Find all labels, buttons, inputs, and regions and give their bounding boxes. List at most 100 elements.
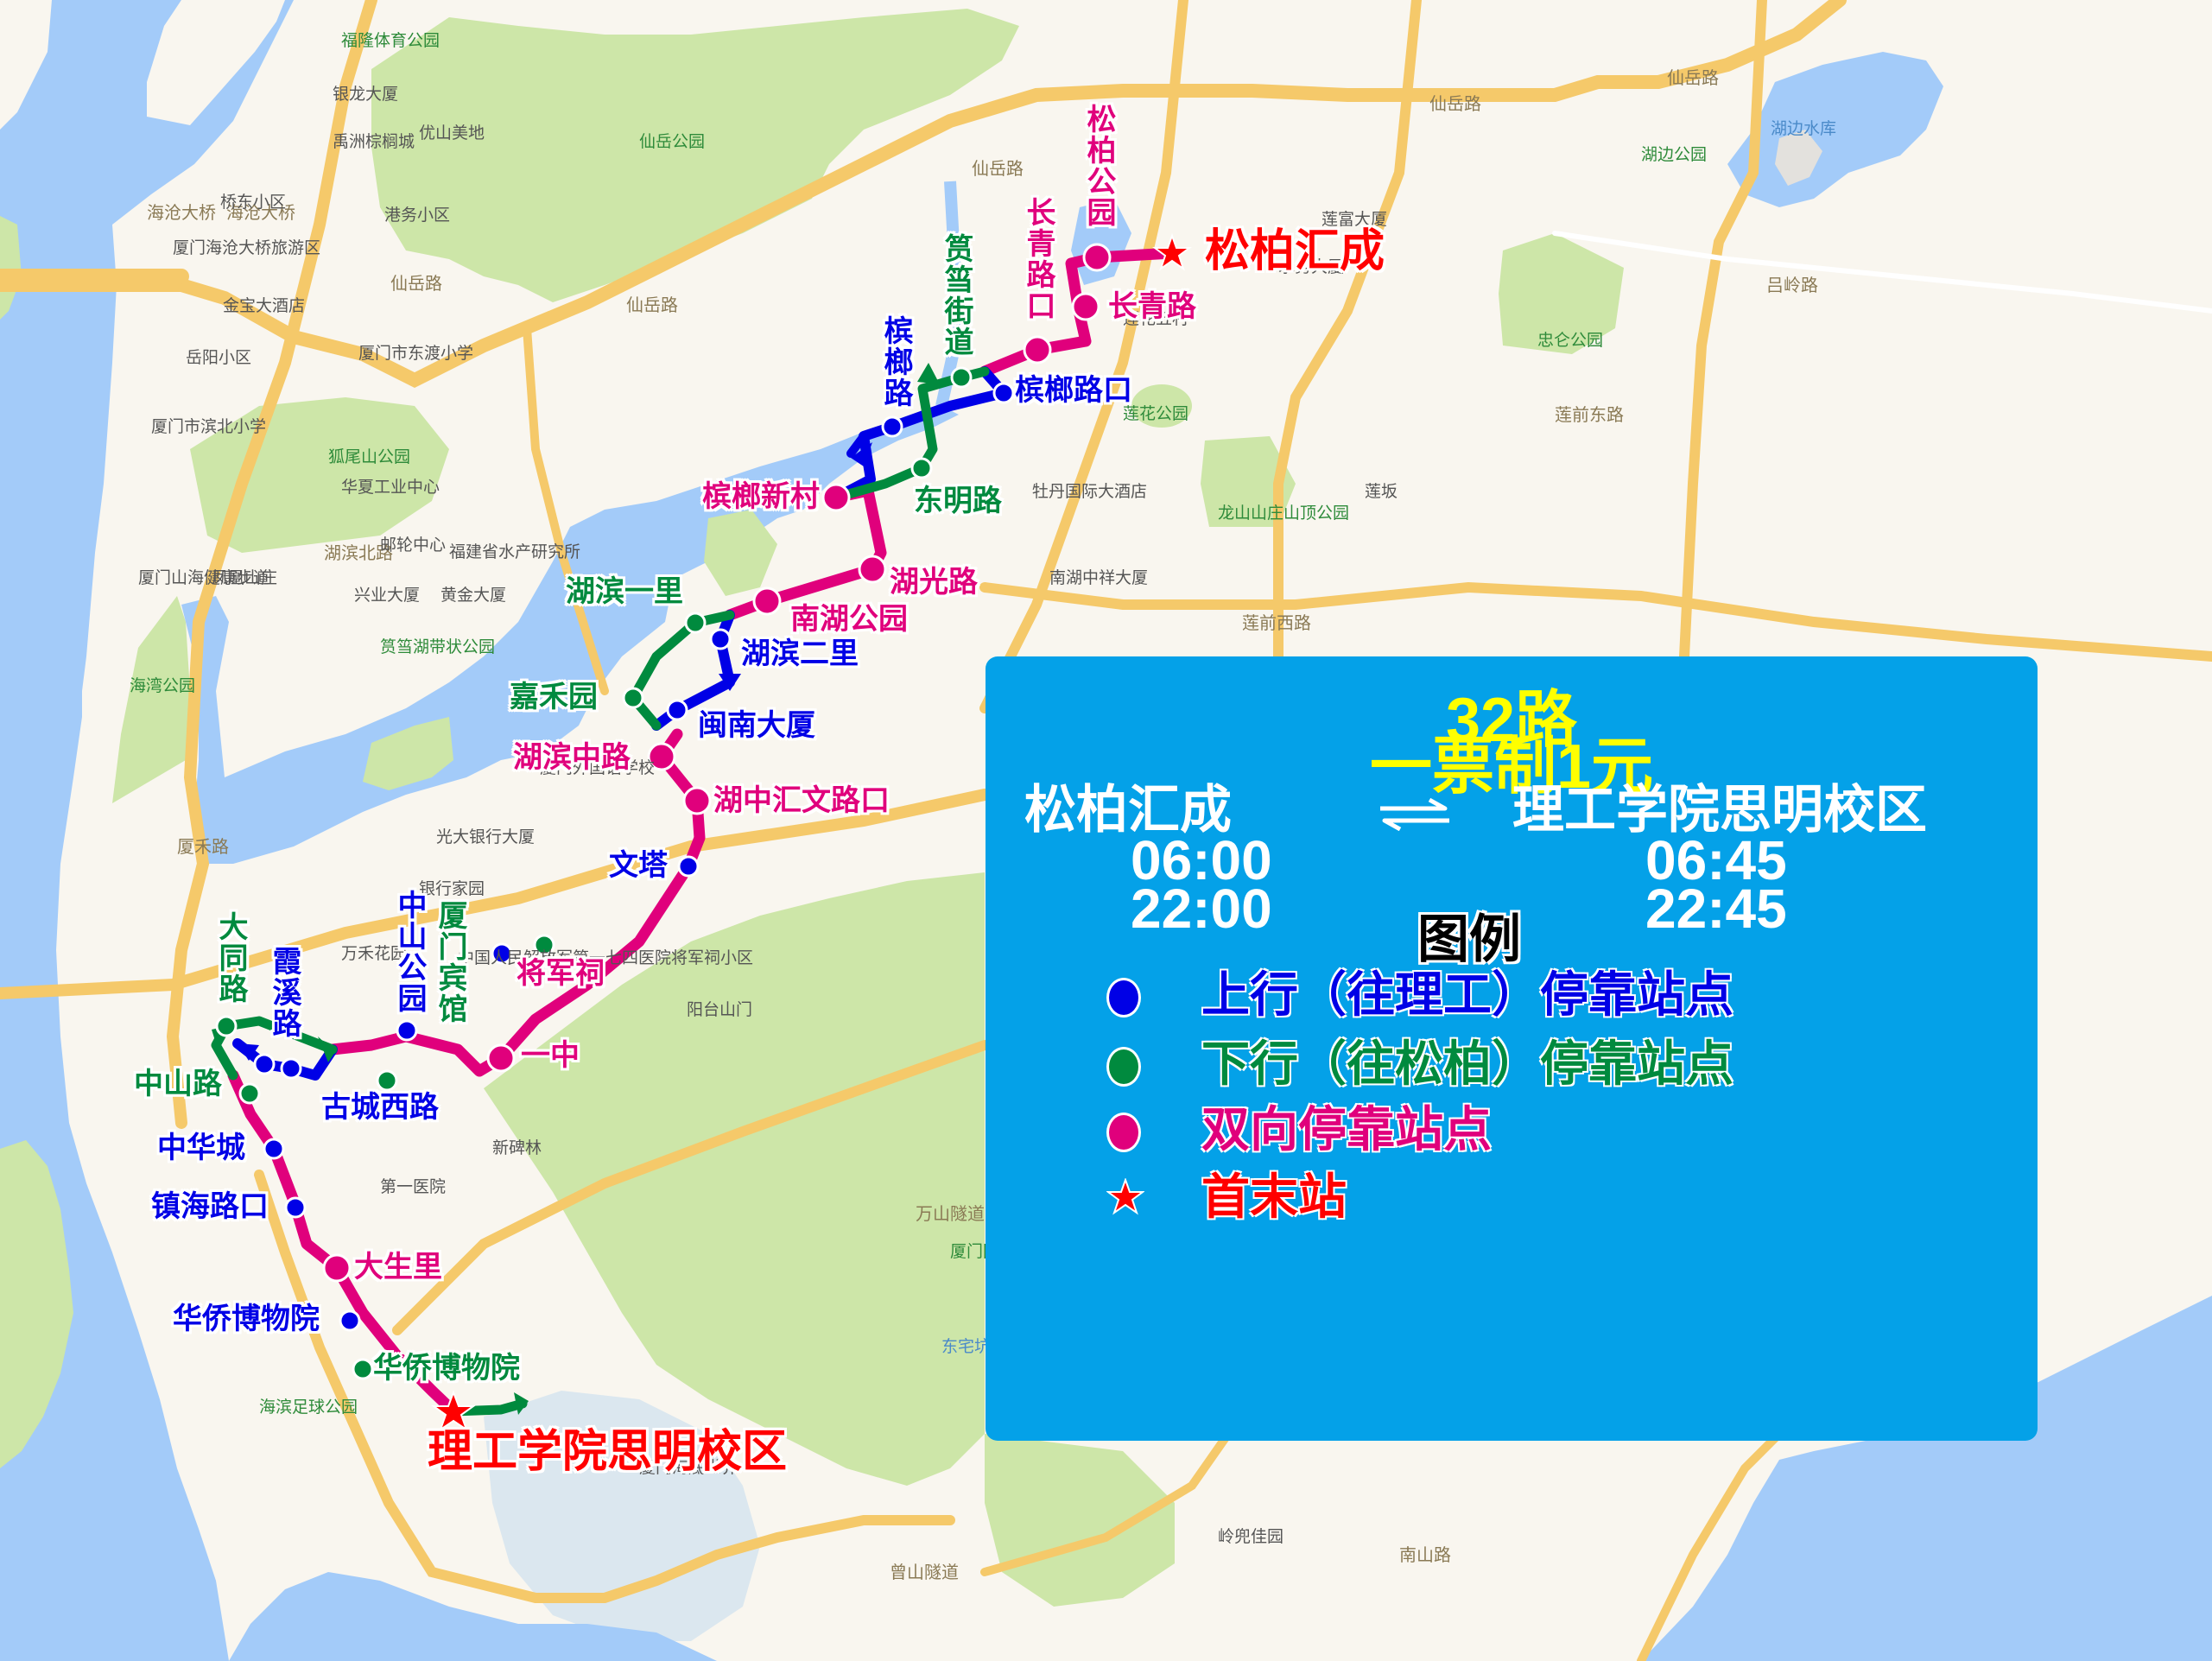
road-label: 万山隧道 xyxy=(916,1203,985,1224)
zhonglun-park xyxy=(1499,233,1624,354)
stop-label-dongming-road: 东明路 xyxy=(914,484,1002,518)
stop-label-huzhong-huiwen: 湖中汇文路口 xyxy=(713,783,890,818)
stop-label-xiaxi-road: 霞溪路 xyxy=(267,946,301,1039)
stop-label-changqing-kou: 长青路口 xyxy=(1021,197,1055,321)
road-label: 曾山隧道 xyxy=(890,1562,959,1582)
stop-dot-hubin-zhonglu xyxy=(647,742,676,771)
place-label: 岭兜佳园 xyxy=(1218,1527,1284,1546)
legend-item-both: 双向停靠站点 xyxy=(1106,1106,1492,1154)
terminal-label-songbai-huicheng: 松柏汇成 xyxy=(1205,225,1385,277)
stop-dot-binlang-kou xyxy=(992,382,1015,404)
stop-dot-binlang-road xyxy=(881,415,903,438)
lvling-road xyxy=(1552,231,2212,314)
eastern-sea xyxy=(1641,1296,2212,1661)
stop-label-changqing-road: 长青路 xyxy=(1108,289,1196,324)
stop-dot-diantaishan xyxy=(491,942,513,965)
place-label: 桥东小区 xyxy=(220,193,287,212)
huang-road xyxy=(523,324,609,695)
stop-dot-minnan-dasha xyxy=(666,699,688,721)
park-label: 海滨足球公园 xyxy=(259,1398,358,1417)
gulangyu-island xyxy=(0,1140,73,1468)
place-label: 兴业大厦 xyxy=(354,586,421,605)
place-label: 中国人民解放军第一七四医院将军祠小区 xyxy=(458,948,754,967)
terminal-b-first-bus: 06:45 xyxy=(1645,829,1787,891)
place-label: 厦门海底世界 xyxy=(639,1458,738,1477)
stop-dot-huguang-road xyxy=(858,555,887,584)
fare-label: 一票制1元 xyxy=(1369,732,1654,802)
bailuzhou-park xyxy=(363,717,453,790)
stop-dot-dashengli xyxy=(322,1253,352,1283)
stop-dot-hubin-erli xyxy=(709,628,732,650)
wanke-island xyxy=(1775,130,1822,186)
legend-title: 图例 xyxy=(1417,910,1521,968)
road-label: 莲前东路 xyxy=(1555,404,1624,425)
xianyue-road xyxy=(0,0,1847,388)
lianqian-road xyxy=(979,581,2212,662)
road-label: 南山路 xyxy=(1399,1544,1451,1565)
road-label: 莲前西路 xyxy=(1242,612,1311,633)
park-label: 忠仑公园 xyxy=(1537,331,1604,350)
stop-label-binlang-kou: 槟榔路口 xyxy=(1015,373,1132,408)
coastal-road xyxy=(254,1170,955,1603)
nanhu-park xyxy=(704,510,777,596)
road-label: 吕岭路 xyxy=(1766,275,1818,295)
stop-dot-huaqiao-museum-up xyxy=(339,1309,361,1332)
wanshi-tunnel xyxy=(392,1040,990,1335)
road-label: 仙岳路 xyxy=(972,158,1024,179)
stop-dot-huaqiao-museum-down xyxy=(352,1358,374,1380)
place-label: 阳台山门 xyxy=(687,1000,753,1019)
stop-dot-dongming-road xyxy=(910,457,933,479)
arrow-down-yundang xyxy=(917,363,940,384)
stop-dot-datong-road xyxy=(215,1015,238,1037)
legend-label: 双向停靠站点 xyxy=(1201,1102,1492,1157)
xianyue-mountain xyxy=(371,9,1019,302)
haicang-land xyxy=(0,0,52,130)
southern-sea xyxy=(229,1572,717,1661)
stop-label-zhongshan-road: 中山路 xyxy=(134,1067,222,1101)
place-label: 岳阳小区 xyxy=(186,348,252,367)
canal xyxy=(935,181,966,408)
western-sea xyxy=(0,0,294,1661)
park-label: 龙山山庄山顶公园 xyxy=(1218,504,1350,523)
legend-label: 首末站 xyxy=(1201,1170,1347,1224)
star-icon-songbai-huicheng xyxy=(1152,233,1192,271)
place-label: 厦门外国语学校 xyxy=(540,758,656,777)
terminal-label-ligong: 理工学院思明校区 xyxy=(428,1426,788,1478)
stop-dot-gucheng-xilu-2 xyxy=(253,1053,276,1075)
stop-label-jiahe-yuan: 嘉禾园 xyxy=(510,680,598,714)
stop-label-huguang-road: 湖光路 xyxy=(890,565,978,599)
route-number: 32路 xyxy=(1445,686,1578,755)
stop-dot-yizhong xyxy=(486,1043,516,1073)
park-label: 湖边公园 xyxy=(1641,145,1708,164)
arrow-down-xiaxi xyxy=(318,1037,335,1062)
place-label: 港务小区 xyxy=(384,206,451,225)
yunding-road xyxy=(1679,0,1767,662)
place-label: 福建省水产研究所 xyxy=(449,542,581,561)
place-label: 银行家园 xyxy=(419,879,485,898)
place-label: 华夏工业中心 xyxy=(341,478,440,497)
stop-label-dashengli: 大生里 xyxy=(354,1250,442,1284)
stop-label-xiamen-hotel: 厦门宾馆 xyxy=(433,900,467,1024)
wanshi-mountain xyxy=(484,872,985,1486)
place-label: 莲坂 xyxy=(1365,482,1398,501)
terminal-b-label: 理工学院思明校区 xyxy=(1512,781,1927,839)
park-label: 福隆体育公园 xyxy=(341,31,440,50)
route-arrow-up-1 xyxy=(846,432,868,458)
stop-label-binlang-road: 槟榔路 xyxy=(878,315,913,409)
legend-label: 下行（往松柏）停靠站点 xyxy=(1201,1037,1733,1091)
place-label: 厦门市东渡小学 xyxy=(358,344,474,363)
stop-dot-hubin-yili xyxy=(684,612,707,634)
botanical-garden xyxy=(985,1434,1175,1607)
wucun-tunnel xyxy=(1273,0,1422,662)
red-star-icon xyxy=(1106,1177,1145,1216)
arrow-up-binlang xyxy=(851,442,872,466)
arrow-up-gucheng xyxy=(238,1043,259,1061)
place-label: 金宝大酒店 xyxy=(223,296,306,315)
stop-label-nanhu-park: 南湖公园 xyxy=(790,602,908,637)
road-label: 仙岳路 xyxy=(1667,67,1719,88)
terminal-a-last-bus: 22:00 xyxy=(1131,878,1272,940)
stop-dot-jiahe-yuan xyxy=(622,687,644,709)
stop-dot-zhongshan-road xyxy=(238,1082,261,1105)
road-label: 厦禾路 xyxy=(177,836,229,857)
stop-dot-songbai-park xyxy=(1082,243,1112,272)
